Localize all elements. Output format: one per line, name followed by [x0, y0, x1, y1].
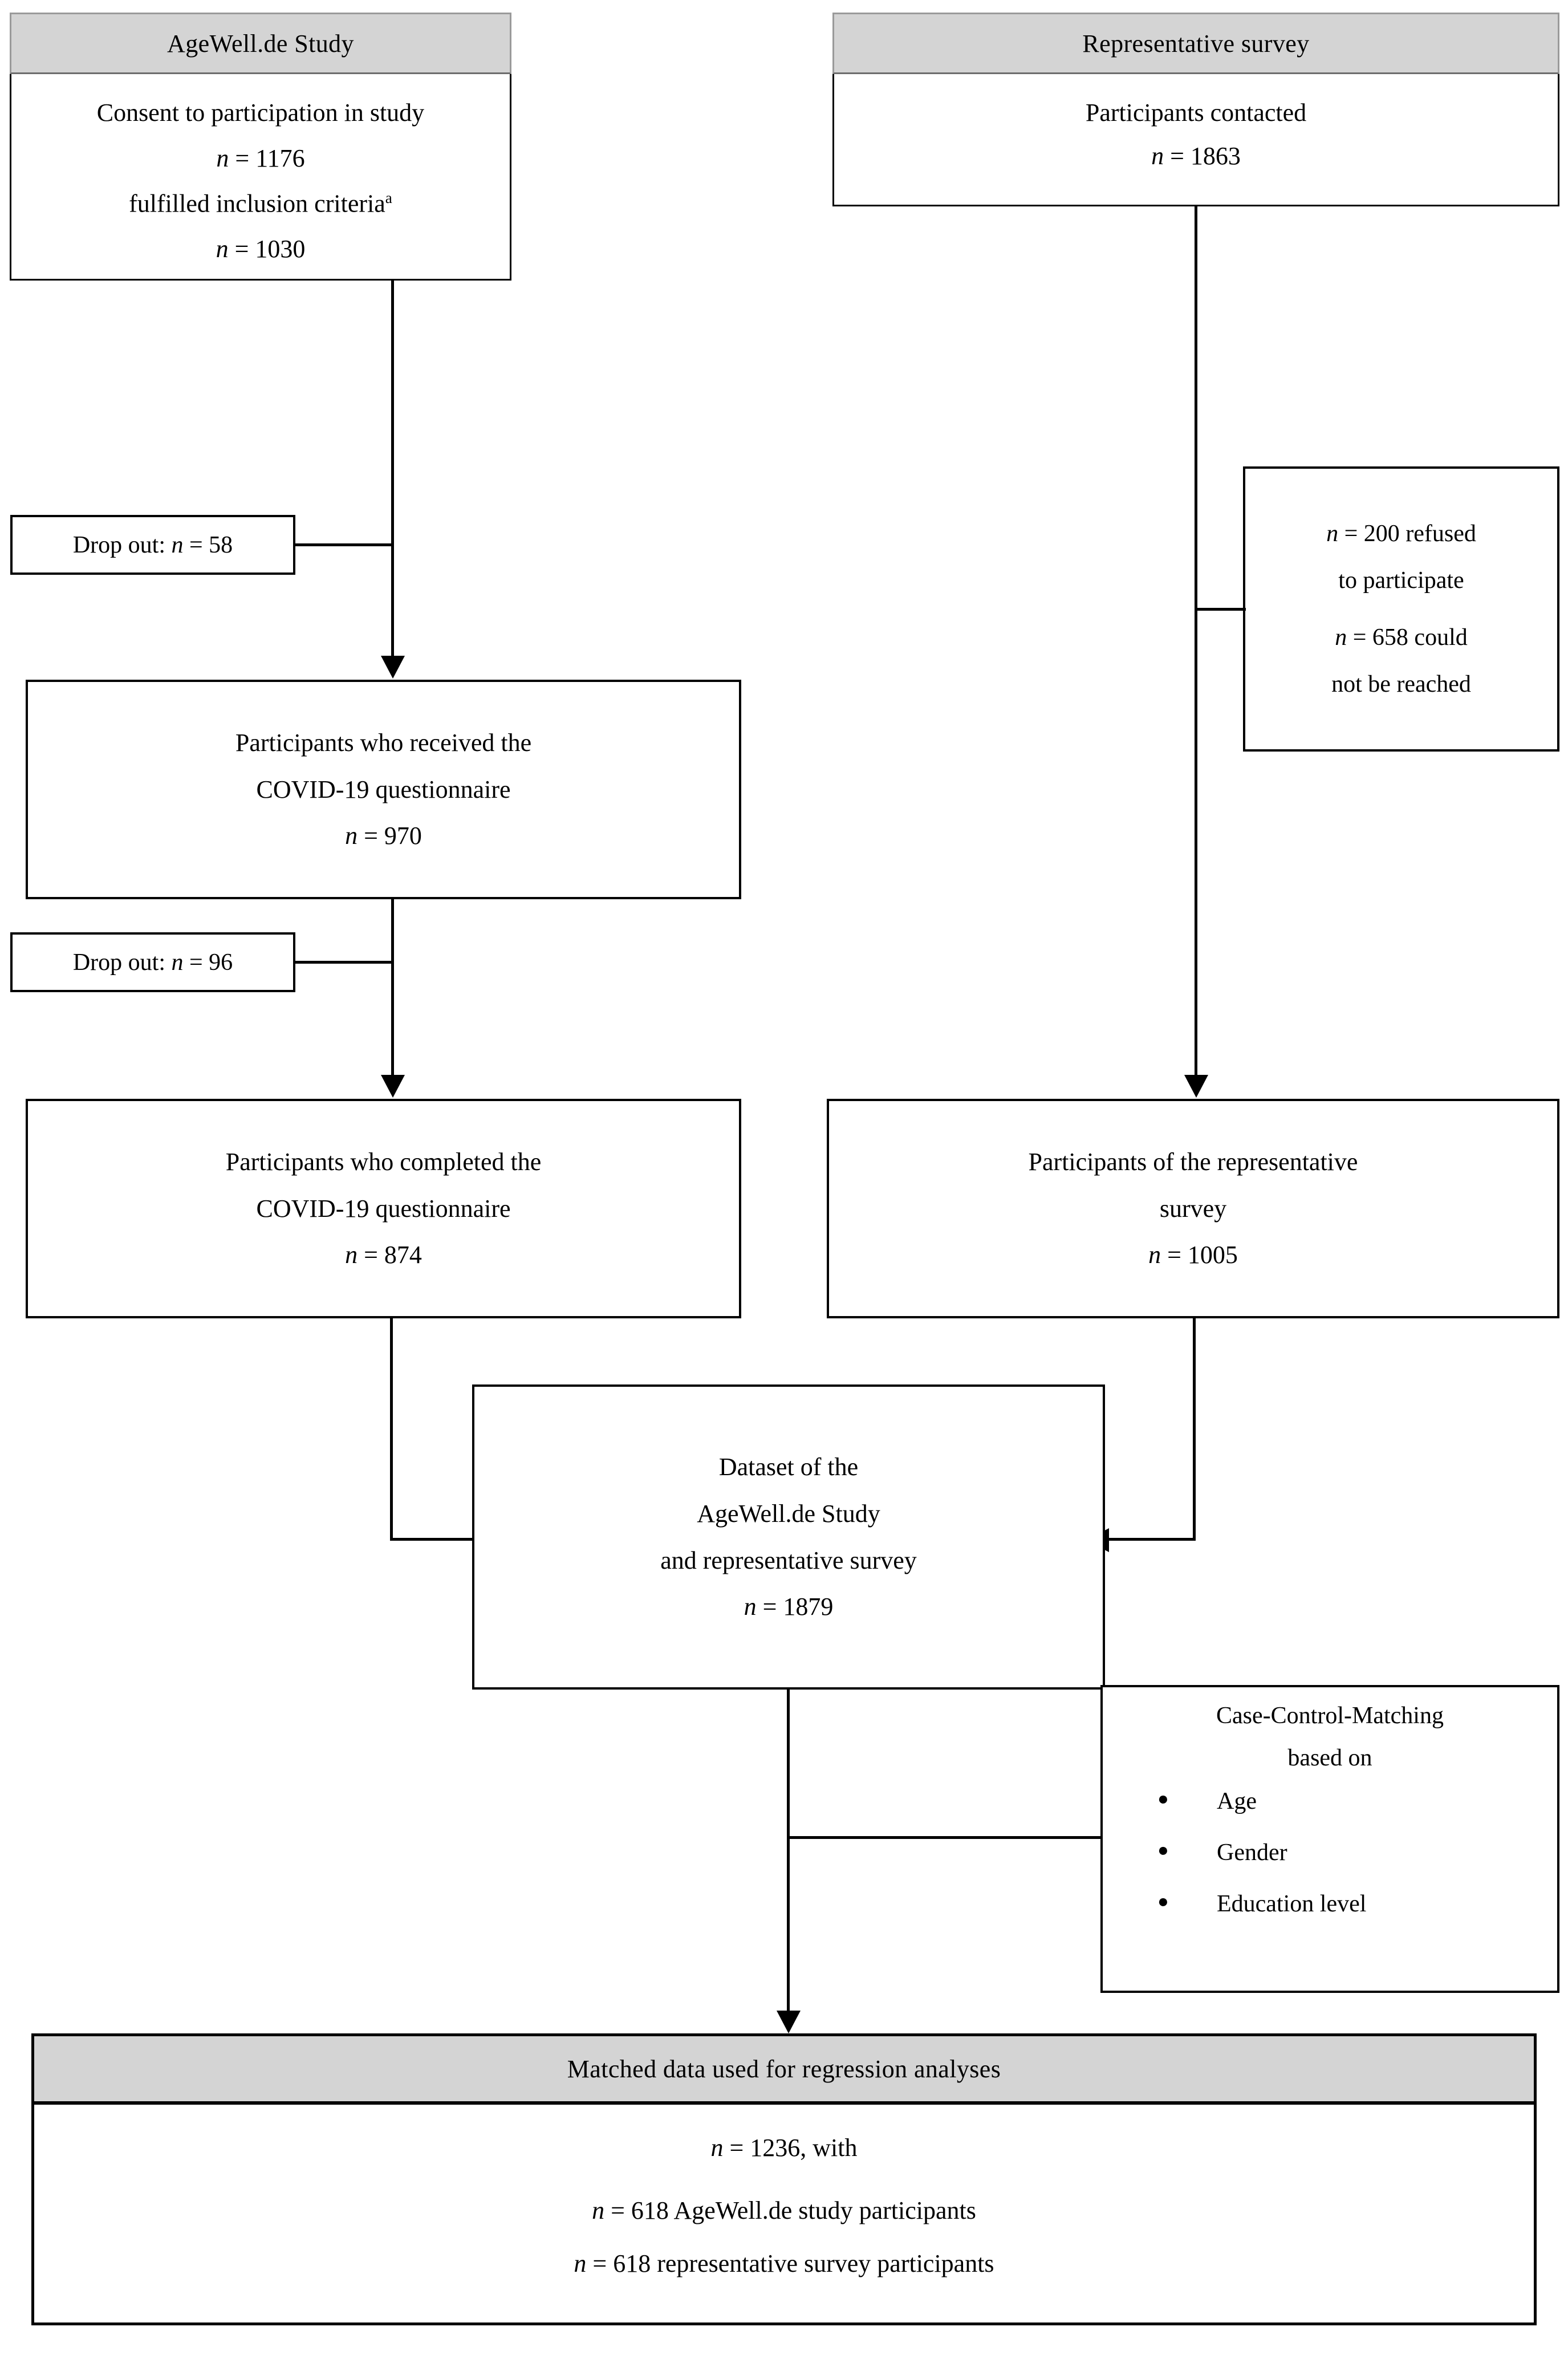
matching-title-line2: based on — [1287, 1745, 1372, 1771]
completed-n: n = 874 — [345, 1241, 422, 1269]
dataset-n: n = 1879 — [744, 1593, 834, 1621]
refused-line1: n = 200 refused — [1326, 520, 1476, 547]
node-completed-questionnaire: Participants who completed the COVID-19 … — [26, 1099, 741, 1318]
node-survey-participants: Participants of the representative surve… — [827, 1099, 1559, 1318]
node-representative-survey: Representative survey Participants conta… — [832, 13, 1559, 206]
arrow-dataset-to-final — [777, 2011, 801, 2033]
refused-line3: n = 658 could — [1335, 624, 1468, 651]
bullet-icon: ● — [1157, 1788, 1169, 1809]
connector-dropout-58 — [295, 543, 392, 546]
node-matched-data: Matched data used for regression analyse… — [31, 2033, 1537, 2325]
matched-data-line2: n = 618 AgeWell.de study participants — [592, 2196, 976, 2224]
matching-criterion-age-label: Age — [1217, 1788, 1257, 1814]
survey-contacted-n: n = 1863 — [1151, 141, 1241, 170]
node-received-questionnaire: Participants who received the COVID-19 q… — [26, 680, 741, 899]
bullet-icon: ● — [1157, 1891, 1169, 1912]
completed-line2: COVID-19 questionnaire — [256, 1194, 511, 1223]
node-case-control-matching: Case-Control-Matching based on ● Age ● G… — [1100, 1685, 1559, 1993]
completed-line1: Participants who completed the — [225, 1148, 542, 1176]
matching-title-line1: Case-Control-Matching — [1216, 1703, 1444, 1729]
agewell-consent-n1: n = 1176 — [216, 144, 305, 172]
node-dropout-58: Drop out: n = 58 — [10, 515, 295, 575]
node-dataset: Dataset of the AgeWell.de Study and repr… — [472, 1384, 1105, 1690]
connector-surveypart-down — [1193, 1318, 1196, 1540]
connector-refused — [1195, 608, 1246, 611]
dropout-96-label: Drop out: n = 96 — [72, 949, 233, 976]
completed-questionnaire-body: Participants who completed the COVID-19 … — [28, 1101, 739, 1316]
received-line1: Participants who received the — [235, 729, 532, 757]
agewell-consent-n2: n = 1030 — [216, 235, 306, 263]
matching-criterion-gender: ● Gender — [1157, 1839, 1557, 1866]
node-agewell-study: AgeWell.de Study Consent to participatio… — [10, 13, 511, 281]
matching-criterion-gender-label: Gender — [1217, 1840, 1287, 1866]
matched-data-header-label: Matched data used for regression analyse… — [567, 2054, 1001, 2083]
connector-completed-down — [390, 1318, 393, 1540]
connector-received-down — [391, 899, 394, 1076]
connector-agewell-down — [391, 281, 394, 657]
survey-participants-line2: survey — [1159, 1194, 1227, 1223]
matching-criterion-education: ● Education level — [1157, 1890, 1557, 1918]
matching-criterion-age: ● Age — [1157, 1788, 1557, 1815]
matched-data-line3: n = 618 representative survey participan… — [574, 2250, 994, 2278]
refused-line2: to participate — [1338, 567, 1464, 594]
received-n: n = 970 — [345, 822, 422, 850]
matched-data-line1: n = 1236, with — [710, 2134, 858, 2162]
node-dropout-96: Drop out: n = 96 — [10, 932, 295, 992]
agewell-consent-line1: Consent to participation in study — [96, 99, 425, 127]
dataset-line3: and representative survey — [660, 1546, 917, 1574]
connector-surveypart-left — [1107, 1538, 1196, 1541]
dataset-line1: Dataset of the — [718, 1453, 859, 1481]
representative-survey-body: Participants contacted n = 1863 — [832, 74, 1559, 206]
survey-participants-n: n = 1005 — [1148, 1241, 1238, 1269]
connector-dataset-down — [787, 1690, 790, 2023]
agewell-consent-line3: fulfilled inclusion criteriaa — [129, 189, 392, 218]
connector-dropout-96 — [295, 961, 392, 964]
connector-survey-down — [1195, 206, 1197, 1076]
dropout-58-label: Drop out: n = 58 — [72, 531, 233, 558]
dataset-body: Dataset of the AgeWell.de Study and repr… — [474, 1387, 1103, 1687]
agewell-study-body: Consent to participation in study n = 11… — [10, 74, 511, 281]
arrow-agewell-to-received — [381, 656, 405, 679]
connector-completed-right — [390, 1538, 481, 1541]
bullet-icon: ● — [1157, 1840, 1169, 1861]
connector-to-matching — [787, 1836, 1106, 1839]
node-refused-not-reached: n = 200 refused to participate n = 658 c… — [1243, 466, 1559, 752]
arrow-survey-to-participants — [1184, 1075, 1208, 1098]
matched-data-body: n = 1236, with n = 618 AgeWell.de study … — [34, 2105, 1534, 2322]
representative-survey-header-label: Representative survey — [1082, 29, 1310, 58]
refused-line4: not be reached — [1331, 671, 1471, 698]
matched-data-header: Matched data used for regression analyse… — [34, 2036, 1534, 2105]
survey-participants-body: Participants of the representative surve… — [829, 1101, 1557, 1316]
received-questionnaire-body: Participants who received the COVID-19 q… — [28, 682, 739, 897]
representative-survey-header: Representative survey — [832, 13, 1559, 74]
survey-contacted-line1: Participants contacted — [1085, 99, 1307, 127]
dataset-line2: AgeWell.de Study — [697, 1499, 880, 1528]
matching-criterion-education-label: Education level — [1217, 1891, 1367, 1917]
agewell-study-header-label: AgeWell.de Study — [167, 29, 354, 58]
agewell-study-header: AgeWell.de Study — [10, 13, 511, 74]
arrow-received-to-completed — [381, 1075, 405, 1098]
matching-criteria-list: ● Age ● Gender ● Education level — [1103, 1788, 1557, 1918]
survey-participants-line1: Participants of the representative — [1028, 1148, 1358, 1176]
received-line2: COVID-19 questionnaire — [256, 775, 511, 803]
